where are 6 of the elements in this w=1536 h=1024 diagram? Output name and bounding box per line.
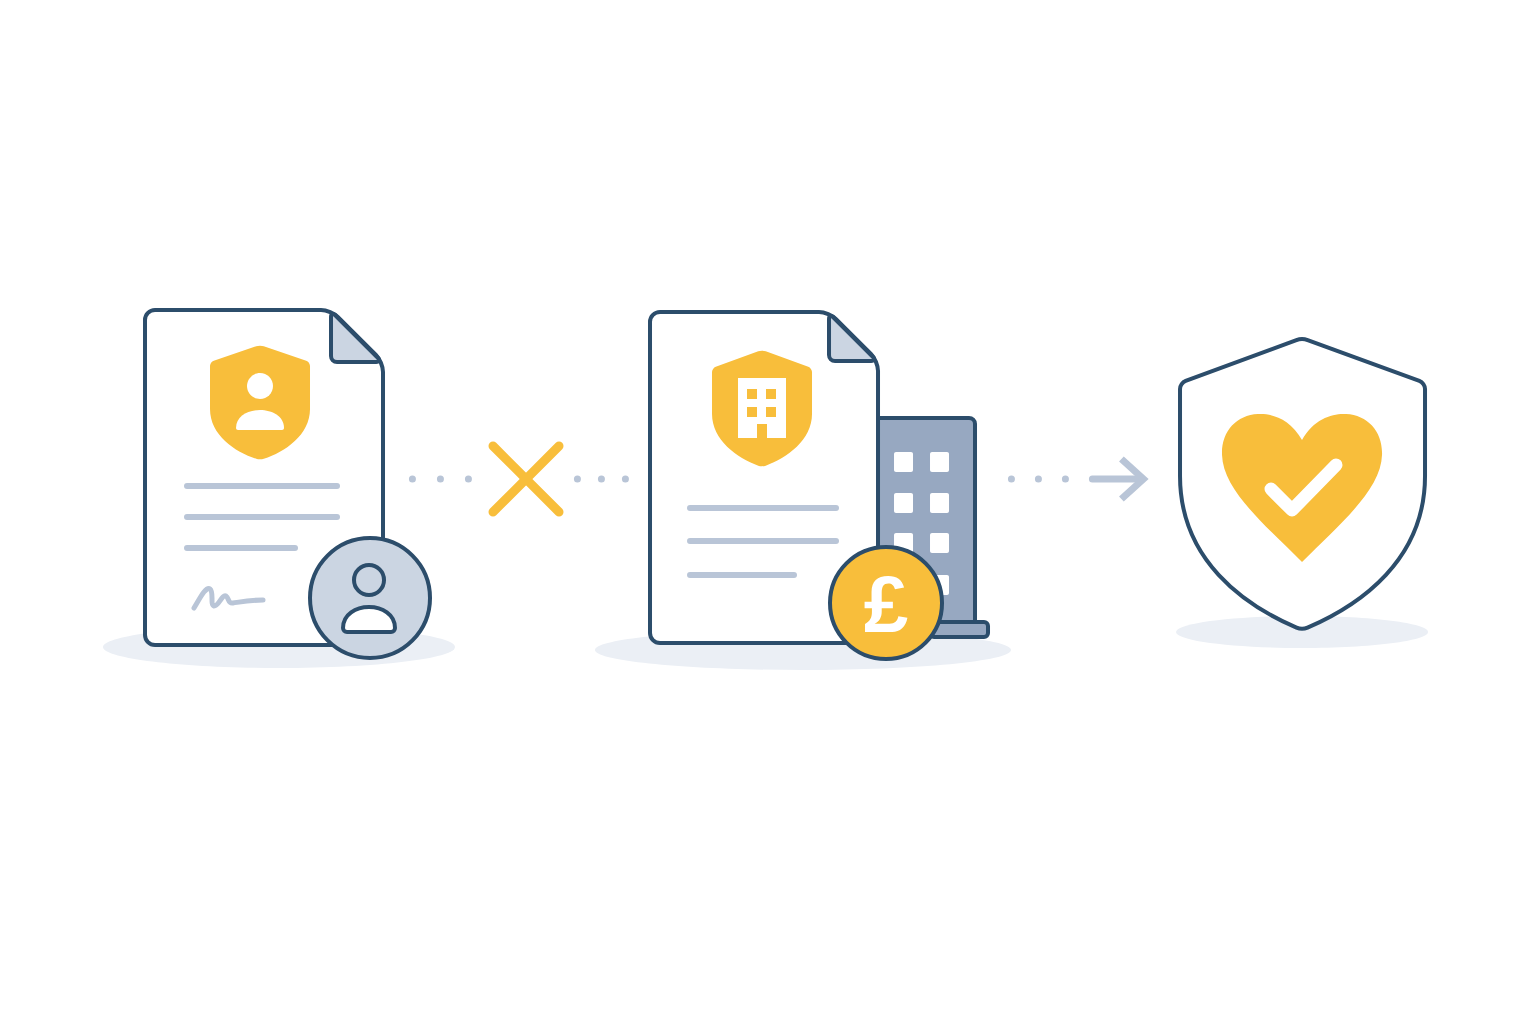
dotted-line — [408, 475, 473, 483]
document-with-person-badge — [143, 308, 432, 660]
dotted-line — [573, 475, 630, 483]
arrow — [1007, 456, 1149, 502]
cross-mark — [488, 441, 564, 517]
shield-with-heart-check — [1178, 337, 1427, 631]
